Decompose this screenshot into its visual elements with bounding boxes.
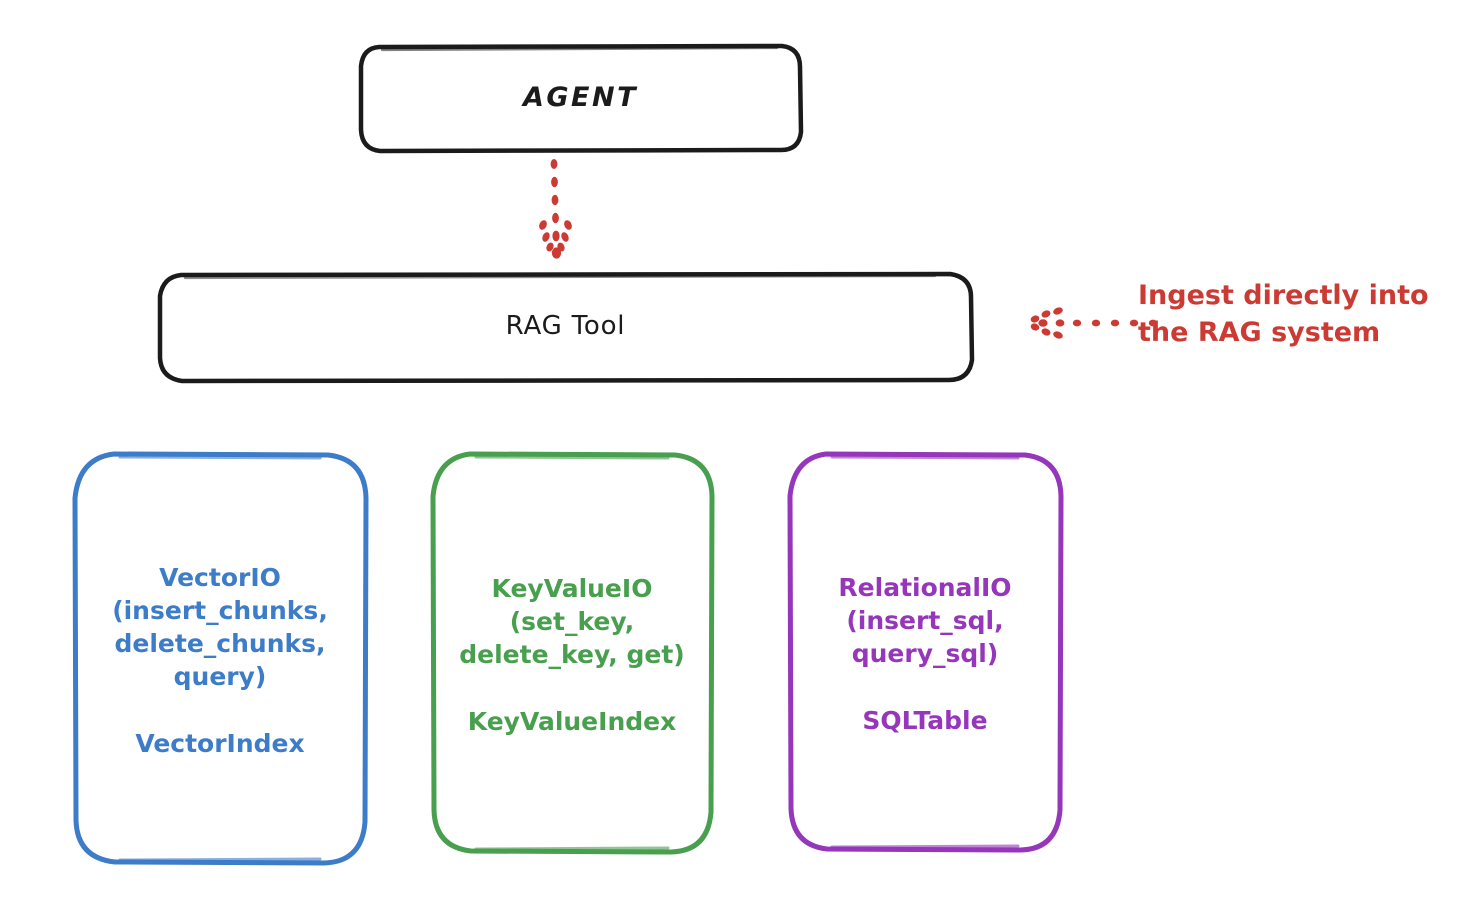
node-key-value-io[interactable]: KeyValueIO (set_key, delete_key, get) Ke… xyxy=(428,450,716,857)
key-value-io-label: KeyValueIO (set_key, delete_key, get) xyxy=(459,573,685,669)
node-rag-tool[interactable]: RAG Tool xyxy=(155,270,976,384)
rag-tool-label: RAG Tool xyxy=(505,311,626,342)
agent-label: AGENT xyxy=(522,81,638,113)
relational-io-sublabel: SQLTable xyxy=(862,705,988,735)
agent-to-rag-tool-arrow-icon xyxy=(539,159,572,259)
node-relational-io[interactable]: RelationalIO (insert_sql, query_sql) SQL… xyxy=(785,450,1065,855)
node-vector-io[interactable]: VectorIO (insert_chunks, delete_chunks, … xyxy=(70,450,370,868)
key-value-io-sublabel: KeyValueIndex xyxy=(467,706,677,736)
ingest-to-rag-tool-arrow-icon xyxy=(1030,307,1158,339)
ingest-annotation-text: Ingest directly into the RAG system xyxy=(1138,280,1429,348)
node-agent[interactable]: AGENT xyxy=(357,42,804,154)
vector-io-label: VectorIO (insert_chunks, delete_chunks, … xyxy=(112,562,328,691)
vector-io-sublabel: VectorIndex xyxy=(135,728,305,758)
relational-io-label: RelationalIO (insert_sql, query_sql) xyxy=(838,572,1012,668)
